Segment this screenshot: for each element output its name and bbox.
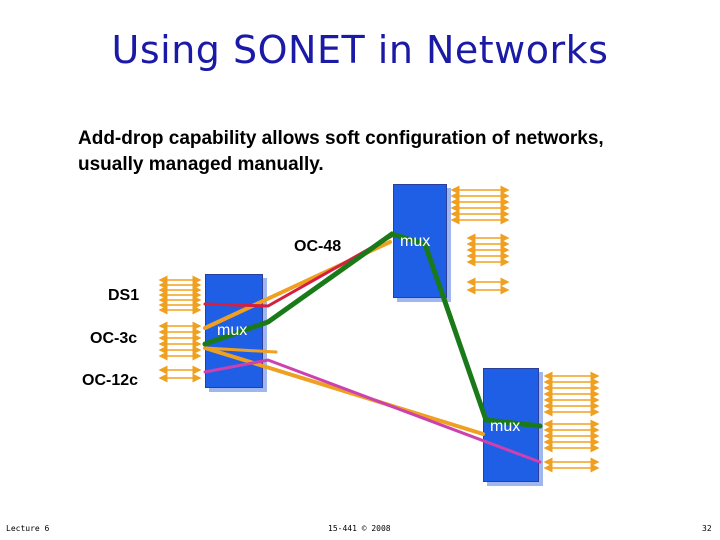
oc12c-arrow-bank	[158, 365, 202, 383]
mux-bottom-label: mux	[490, 418, 521, 435]
ds1-arrow-bank	[158, 275, 202, 315]
footer-course: 15-441 © 2008	[328, 524, 391, 533]
slide-title: Using SONET in Networks	[111, 28, 609, 72]
mux-left-label: mux	[217, 322, 248, 339]
footer-lecture: Lecture 6	[6, 524, 50, 533]
label-oc48: OC-48	[294, 238, 342, 255]
bottom-right-arrows	[543, 371, 600, 473]
slide-subtitle: Add-drop capability allows soft configur…	[78, 126, 678, 178]
orange-link-bottom	[203, 346, 485, 436]
label-oc12c: OC-12c	[82, 372, 139, 389]
network-links	[202, 231, 543, 464]
top-right-arrows	[450, 185, 510, 295]
subtitle-line-2: usually managed manually.	[78, 154, 324, 175]
magenta-oc12c-link	[203, 358, 542, 464]
mux-top-label: mux	[400, 233, 431, 250]
oc3c-arrow-bank	[158, 321, 202, 361]
left-tributary-arrows	[158, 275, 202, 383]
label-oc3c: OC-3c	[90, 330, 138, 347]
subtitle-line-1: Add-drop capability allows soft configur…	[78, 128, 604, 149]
label-ds1: DS1	[108, 287, 140, 304]
footer-page-number: 32	[702, 524, 712, 533]
green-oc3c-link	[202, 231, 543, 429]
red-ds1-link	[203, 234, 394, 308]
